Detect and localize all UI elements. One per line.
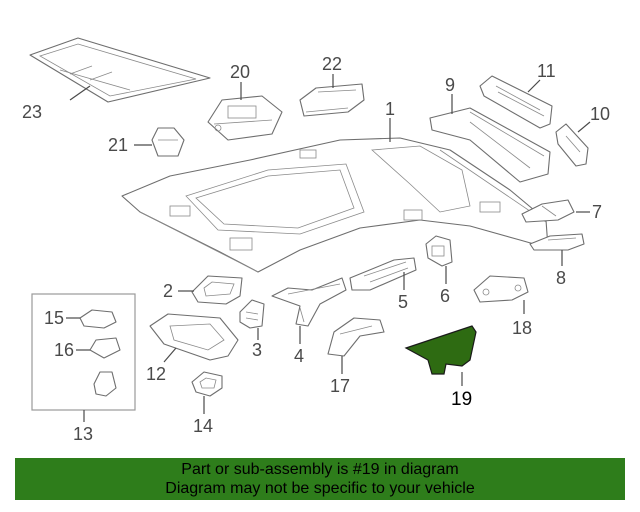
- callout-10: 10: [590, 104, 610, 124]
- part-1-headliner[interactable]: [121, 137, 549, 273]
- callout-13: 13: [73, 424, 93, 444]
- callout-4: 4: [294, 346, 304, 366]
- callout-20: 20: [230, 62, 250, 82]
- part-2-lamp[interactable]: [191, 275, 243, 305]
- part-12-sun-visor[interactable]: [149, 313, 239, 361]
- callout-9: 9: [445, 75, 455, 95]
- callout-6: 6: [440, 286, 450, 306]
- part-22-bracket[interactable]: [299, 83, 365, 117]
- callout-14: 14: [193, 416, 213, 436]
- callout-2: 2: [163, 281, 173, 301]
- callout-16: 16: [54, 340, 74, 360]
- callout-7: 7: [592, 202, 602, 222]
- part-8-bracket[interactable]: [529, 233, 585, 251]
- callout-12: 12: [146, 364, 166, 384]
- part-14-clip[interactable]: [191, 371, 223, 397]
- callout-15: 15: [44, 308, 64, 328]
- banner-line-1: Part or sub-assembly is #19 in diagram: [181, 461, 459, 478]
- part-17-bracket[interactable]: [327, 317, 385, 357]
- callout-22: 22: [322, 54, 342, 74]
- callout-1: 1: [385, 99, 395, 119]
- info-banner: Part or sub-assembly is #19 in diagram D…: [15, 458, 625, 500]
- part-13-group[interactable]: [31, 293, 136, 411]
- part-7-bracket[interactable]: [521, 199, 575, 223]
- part-23-sunshade[interactable]: [29, 37, 211, 103]
- callout-5: 5: [398, 292, 408, 312]
- callout-21: 21: [108, 135, 128, 155]
- callout-3: 3: [252, 340, 262, 360]
- callout-18: 18: [512, 318, 532, 338]
- banner-line-2: Diagram may not be specific to your vehi…: [165, 480, 475, 497]
- callout-8: 8: [556, 268, 566, 288]
- part-4-pillar-bracket[interactable]: [271, 277, 347, 327]
- part-10-bracket[interactable]: [555, 123, 589, 167]
- part-3-clip[interactable]: [239, 299, 265, 329]
- callout-17: 17: [330, 376, 350, 396]
- parts-diagram: 23 20 22 21 1 9 11 10 7 8 2 3 4 5 6 18 1…: [22, 37, 610, 444]
- callout-23: 23: [22, 102, 42, 122]
- callout-19: 19: [451, 389, 472, 410]
- part-11-bracket[interactable]: [479, 75, 553, 129]
- part-18-bracket[interactable]: [473, 275, 529, 303]
- part-6-clip[interactable]: [425, 235, 453, 267]
- part-21-clip[interactable]: [151, 127, 185, 157]
- part-19-highlighted-panel[interactable]: [404, 325, 477, 375]
- callout-11: 11: [537, 61, 556, 81]
- part-5-trim[interactable]: [349, 257, 417, 291]
- part-20-overhead-console[interactable]: [207, 95, 283, 141]
- part-9-roof-rail[interactable]: [429, 107, 551, 183]
